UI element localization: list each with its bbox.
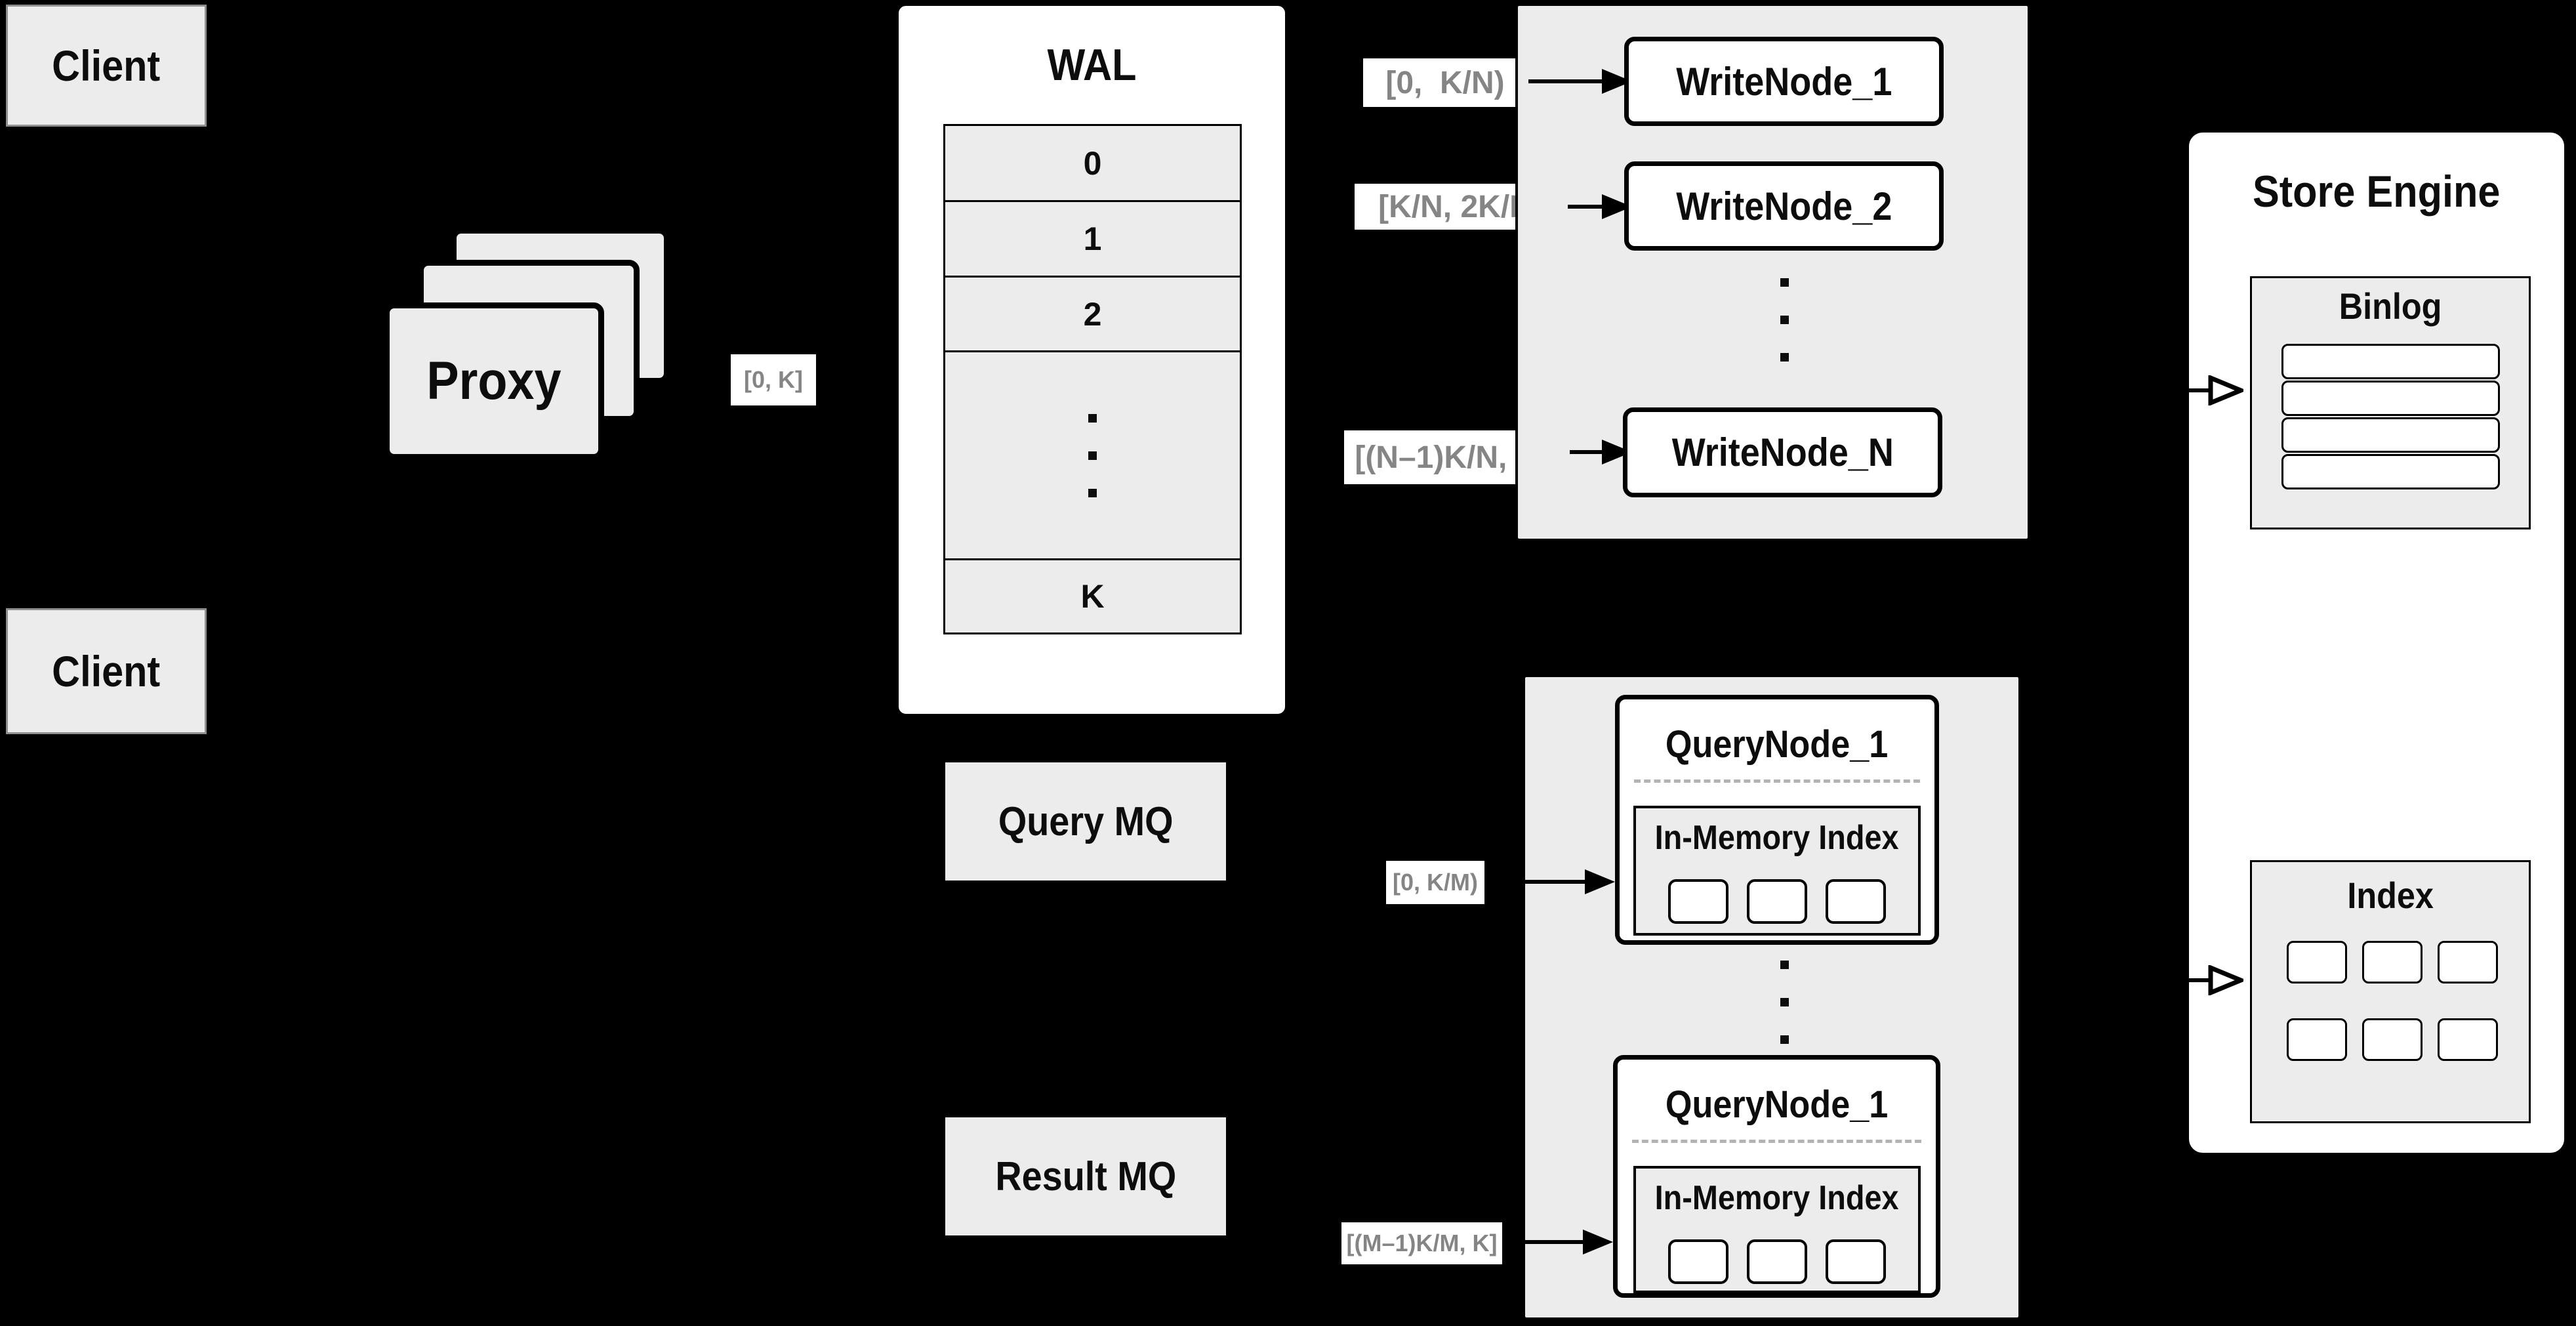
- in-memory-index-1-label: In-Memory Index: [1655, 819, 1899, 857]
- store-engine-title: Store Engine: [2253, 167, 2501, 217]
- index-square: [2287, 1018, 2347, 1061]
- index-label: Index: [2347, 875, 2434, 916]
- binlog-row: [2281, 381, 2500, 416]
- index-square: [2438, 1018, 2498, 1061]
- query-node-2-title: QueryNode_1: [1665, 1083, 1889, 1126]
- segment-squares: [1636, 1239, 1918, 1284]
- store-engine-panel: Store Engine Binlog Index: [2187, 131, 2566, 1155]
- query-mq-box: Query MQ: [945, 762, 1226, 881]
- wal-row: 0: [943, 124, 1242, 202]
- hollow-arrowhead-icon: [2208, 375, 2243, 405]
- dashed-divider: [1634, 779, 1920, 783]
- arrow-line: [1503, 1240, 1583, 1244]
- client-box-bottom: Client: [6, 608, 207, 734]
- vertical-ellipsis-icon: [1780, 278, 1789, 362]
- binlog-label: Binlog: [2339, 285, 2442, 327]
- arrowhead-icon: [1583, 1230, 1613, 1254]
- result-mq-label: Result MQ: [995, 1153, 1176, 1199]
- arrow-line: [1487, 880, 1585, 884]
- index-square: [2287, 941, 2347, 984]
- write-node-2-label: WriteNode_2: [1675, 184, 1892, 228]
- arrow-line: [2125, 978, 2211, 982]
- proxy-card-front: Proxy: [384, 302, 604, 460]
- wal-row-ellipsis: [943, 350, 1242, 560]
- result-mq-box: Result MQ: [945, 1117, 1226, 1235]
- write-node-n: WriteNode_N: [1623, 407, 1942, 497]
- in-memory-index-box-1: In-Memory Index: [1633, 806, 1921, 936]
- hollow-arrowhead-icon: [2208, 965, 2243, 995]
- wal-row: 2: [943, 276, 1242, 352]
- index-box: Index: [2250, 860, 2531, 1123]
- index-squares: [2252, 941, 2529, 1061]
- vertical-ellipsis-icon: [1088, 413, 1097, 497]
- range-label-query-1: [0, K/M): [1386, 861, 1484, 904]
- wal-title: WAL: [1047, 40, 1137, 90]
- in-memory-index-box-2: In-Memory Index: [1633, 1166, 1921, 1293]
- write-node-1-label: WriteNode_1: [1675, 59, 1892, 104]
- index-square: [2362, 941, 2423, 984]
- client-bottom-label: Client: [52, 647, 161, 695]
- binlog-row: [2281, 417, 2500, 453]
- segment-square: [1667, 1239, 1728, 1284]
- wal-table: 0 1 2 K: [943, 124, 1242, 634]
- binlog-rows: [2252, 344, 2529, 489]
- proxy-label: Proxy: [426, 351, 562, 411]
- arrowhead-icon: [1585, 869, 1615, 894]
- client-top-label: Client: [52, 41, 161, 90]
- write-node-n-label: WriteNode_N: [1671, 430, 1894, 474]
- vertical-ellipsis-icon: [1780, 961, 1789, 1044]
- segment-square: [1668, 879, 1728, 924]
- binlog-box: Binlog: [2250, 276, 2531, 529]
- arrow-line: [2125, 388, 2211, 392]
- wal-row: K: [943, 558, 1242, 634]
- dashed-divider: [1632, 1140, 1921, 1143]
- wal-title-wrap: WAL: [899, 37, 1285, 93]
- write-node-1: WriteNode_1: [1624, 37, 1944, 126]
- write-node-2: WriteNode_2: [1624, 161, 1944, 251]
- range-label-proxy-out: [0, K]: [731, 354, 816, 405]
- binlog-row: [2281, 344, 2500, 379]
- index-square: [2438, 941, 2498, 984]
- query-node-1-title: QueryNode_1: [1666, 723, 1889, 766]
- segment-square: [1746, 1239, 1807, 1284]
- arrow-line: [1528, 79, 1602, 83]
- range-label-query-2: [(M–1)K/M, K]: [1341, 1222, 1502, 1264]
- query-node-1: QueryNode_1 In-Memory Index: [1615, 695, 1939, 945]
- arrow-line: [1570, 450, 1602, 454]
- segment-square: [1826, 879, 1886, 924]
- arrow-line: [1568, 205, 1602, 209]
- range-label-write-1: [0, K/N): [1363, 58, 1527, 107]
- binlog-row: [2281, 454, 2500, 489]
- index-square: [2362, 1018, 2423, 1061]
- query-node-2: QueryNode_1 In-Memory Index: [1613, 1055, 1940, 1298]
- wal-panel: WAL 0 1 2 K: [897, 4, 1287, 716]
- segment-square: [1747, 879, 1807, 924]
- segment-squares: [1636, 879, 1918, 924]
- query-mq-label: Query MQ: [998, 798, 1174, 844]
- wal-row: 1: [943, 200, 1242, 278]
- client-box-top: Client: [6, 5, 207, 127]
- in-memory-index-2-label: In-Memory Index: [1654, 1179, 1899, 1217]
- segment-square: [1825, 1239, 1886, 1284]
